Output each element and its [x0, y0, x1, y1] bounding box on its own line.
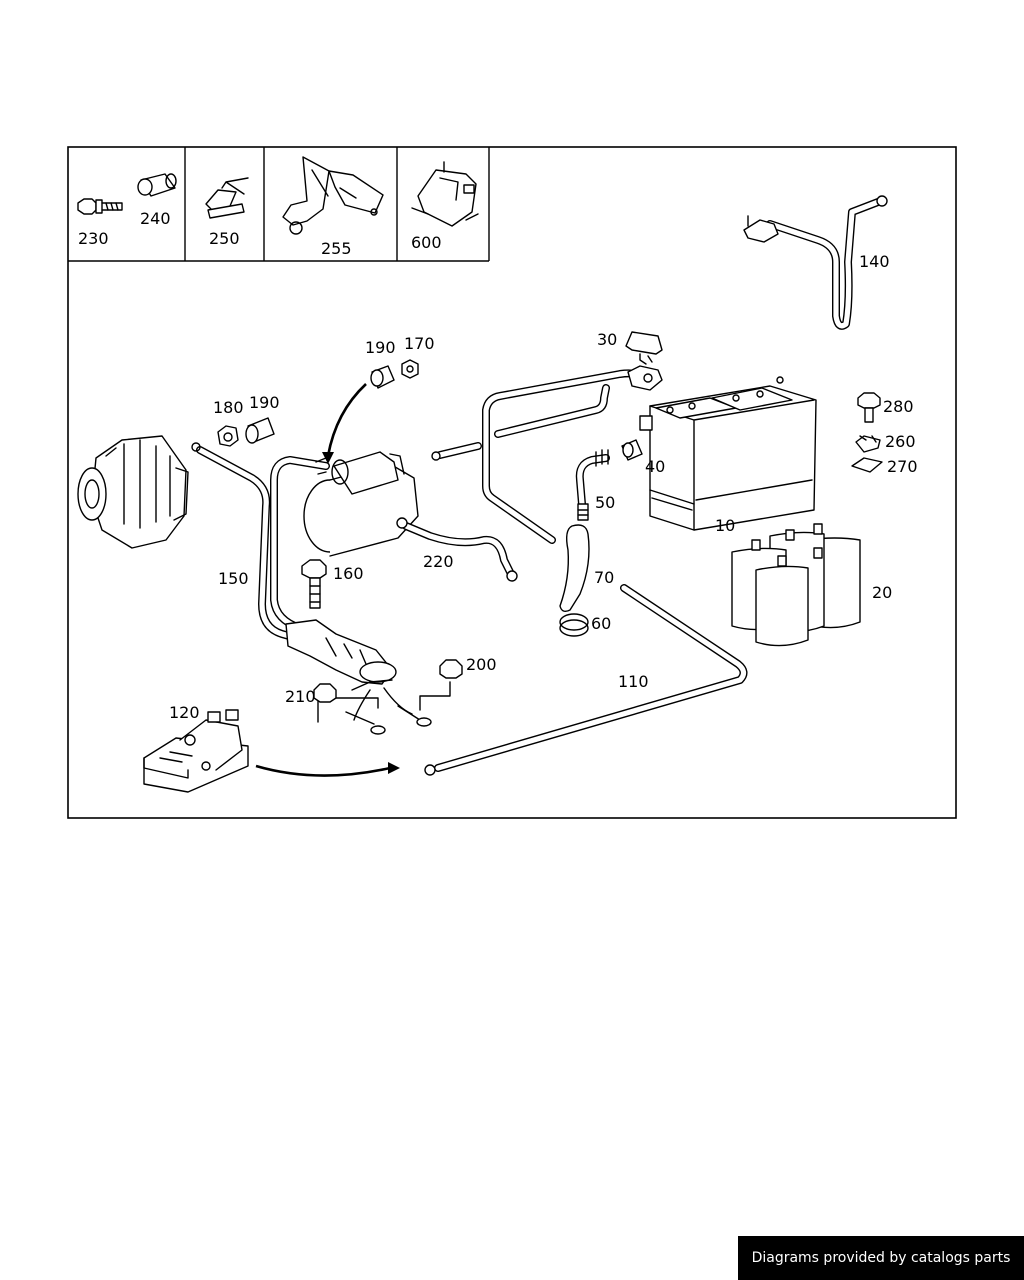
label-60: 60 — [591, 614, 611, 633]
label-10: 10 — [715, 516, 735, 535]
arrow-190-head — [322, 452, 334, 464]
diagram-frame — [67, 146, 957, 819]
inset-boxes — [68, 147, 490, 262]
label-220: 220 — [423, 552, 454, 571]
bracket-255-drawing — [282, 156, 384, 235]
arrow-120-to-cable — [255, 764, 391, 777]
clip-250-drawing — [205, 177, 249, 219]
starter-motor-drawing — [303, 451, 419, 557]
bolt-160-drawing — [301, 559, 327, 609]
bolt-280-drawing — [857, 392, 881, 423]
label-150: 150 — [218, 569, 249, 588]
holder-600-drawing — [411, 161, 479, 227]
arrow-120-head — [388, 762, 400, 774]
label-160: 160 — [333, 564, 364, 583]
hose-70-drawing — [559, 524, 590, 613]
label-240: 240 — [140, 209, 171, 228]
label-255: 255 — [321, 239, 352, 258]
label-20: 20 — [872, 583, 892, 602]
module-120-drawing — [143, 709, 249, 793]
cover-30-drawing — [625, 331, 663, 365]
label-190-left: 190 — [249, 393, 280, 412]
label-170: 170 — [404, 334, 435, 353]
nut-170-drawing — [401, 359, 419, 379]
label-260: 260 — [885, 432, 916, 451]
battery-cells-20-drawing — [731, 523, 861, 647]
part-labels: 10 20 30 40 50 60 70 110 120 140 150 160… — [169, 252, 918, 722]
label-280: 280 — [883, 397, 914, 416]
label-70: 70 — [594, 568, 614, 587]
bushing-190-top-drawing — [370, 365, 395, 389]
bushing-190-left-drawing — [245, 417, 275, 444]
footer-credit-text: Diagrams provided by catalogs parts — [751, 1250, 1011, 1266]
elbow-40-drawing — [621, 439, 643, 461]
arrow-190-to-starter — [326, 383, 367, 457]
footer-credit: Diagrams provided by catalogs parts — [738, 1236, 1024, 1280]
label-180: 180 — [213, 398, 244, 417]
battery-10-drawing — [639, 376, 817, 531]
label-110: 110 — [618, 672, 649, 691]
label-50: 50 — [595, 493, 615, 512]
cable-110-drawing — [424, 584, 748, 776]
plate-270-drawing — [851, 457, 883, 473]
clip-260-drawing — [855, 435, 881, 453]
label-30: 30 — [597, 330, 617, 349]
cable-140-drawing — [743, 195, 888, 330]
cable-30-drawing — [431, 365, 663, 544]
nut-180-drawing — [217, 425, 239, 447]
label-600: 600 — [411, 233, 442, 252]
bolt-230-drawing — [77, 198, 123, 215]
harness-150-drawing — [191, 442, 451, 735]
label-120: 120 — [169, 703, 200, 722]
label-140: 140 — [859, 252, 890, 271]
label-40: 40 — [645, 457, 665, 476]
label-230: 230 — [78, 229, 109, 248]
nut-200-drawing — [439, 659, 463, 679]
label-250: 250 — [209, 229, 240, 248]
alternator-drawing — [77, 435, 189, 549]
label-190-top: 190 — [365, 338, 396, 357]
grommet-60-drawing — [559, 613, 589, 637]
inset-labels: 230 240 250 255 600 — [78, 209, 442, 258]
label-200: 200 — [466, 655, 497, 674]
label-270: 270 — [887, 457, 918, 476]
bushing-240-drawing — [137, 173, 177, 197]
nut-210-drawing — [313, 683, 337, 703]
hose-50-drawing — [575, 449, 610, 521]
cable-220-drawing — [396, 517, 518, 582]
label-210: 210 — [285, 687, 316, 706]
